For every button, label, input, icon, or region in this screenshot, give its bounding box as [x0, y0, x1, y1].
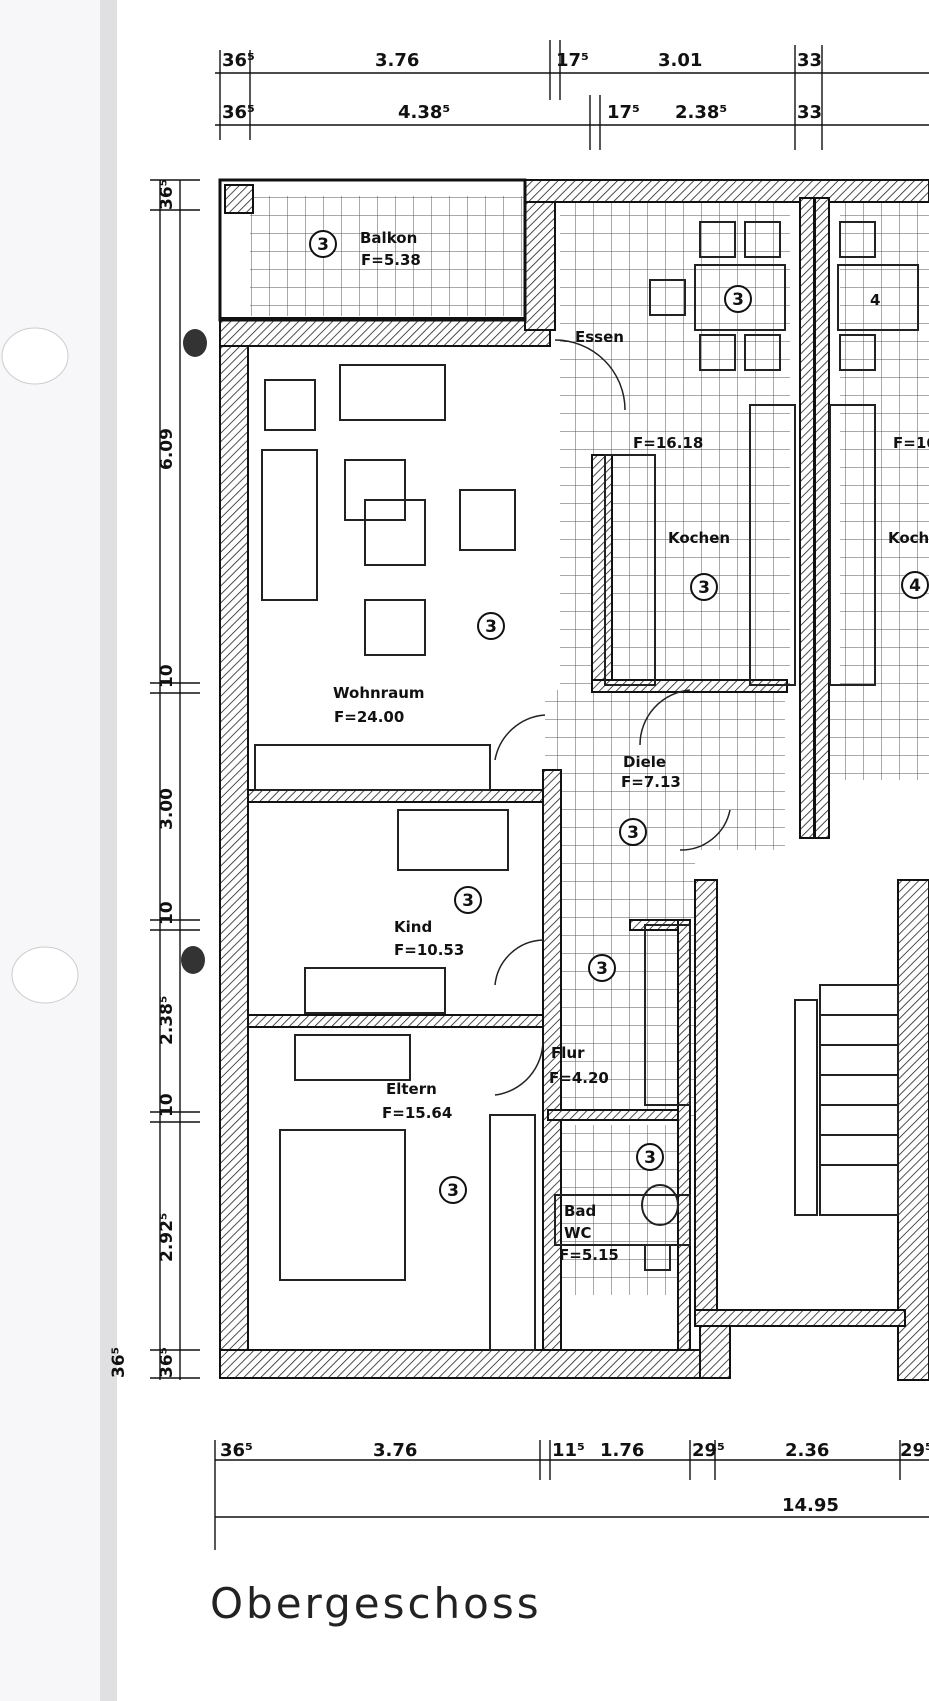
dim-text: 2.38⁵ [675, 102, 727, 123]
marker-essen: 3 [732, 290, 744, 310]
dim-text: 2.36 [785, 1440, 829, 1461]
room-area: F=15.64 [382, 1104, 452, 1122]
dimension-lines [150, 40, 929, 1550]
dim-text: 33 [797, 102, 822, 123]
neighbor-room: Koch [888, 529, 929, 547]
room-name: Kind [394, 918, 432, 936]
dim-text: 2.38⁵ [157, 996, 177, 1045]
room-name: Bad [564, 1202, 596, 1220]
marker-wohnraum: 3 [485, 617, 497, 637]
dim-text: 33 [797, 50, 822, 71]
dimensions-top: 36⁵ 3.76 17⁵ 3.01 33 36⁵ 4.38⁵ 17⁵ 2.38⁵… [222, 50, 822, 123]
marker-kochen: 3 [698, 578, 710, 598]
dim-text: 36⁵ [109, 1347, 129, 1378]
dim-total: 14.95 [782, 1495, 839, 1516]
room-name: Balkon [360, 229, 417, 247]
dim-text: 36⁵ [222, 50, 255, 71]
marker-bad: 3 [644, 1148, 656, 1168]
dim-text: 36⁵ [222, 102, 255, 123]
dim-text: 4.38⁵ [398, 102, 450, 123]
marker-eltern: 3 [447, 1181, 459, 1201]
room-area: F=7.13 [621, 773, 681, 791]
dim-text: 17⁵ [607, 102, 640, 123]
marker-diele: 3 [627, 823, 639, 843]
dim-text: 10 [157, 1093, 177, 1117]
hole-shadow [181, 946, 205, 974]
dim-text: 29⁵ [900, 1440, 929, 1461]
room-labels: Balkon F=5.38 Essen F=16.18 Kochen Wohnr… [333, 229, 929, 1264]
door-swings [494, 339, 731, 1096]
room-markers [309, 230, 929, 1204]
room-name: Flur [551, 1044, 585, 1062]
dim-text: 2.92⁵ [157, 1213, 177, 1262]
dim-text: 10 [157, 901, 177, 925]
dim-text: 29⁵ [692, 1440, 725, 1461]
plan-title: Obergeschoss [210, 1579, 542, 1628]
room-area: F=10.53 [394, 941, 464, 959]
room-area: F=4.20 [549, 1069, 609, 1087]
marker-labels: 3 3 3 3 3 3 3 3 3 4 [317, 235, 921, 1201]
paper-shadow [95, 0, 117, 1701]
dim-text: 36⁵ [220, 1440, 253, 1461]
marker-balkon: 3 [317, 235, 329, 255]
dim-text: 10 [157, 664, 177, 688]
dim-text: 3.01 [658, 50, 702, 71]
balcony-railing [218, 178, 527, 322]
room-name: Kochen [668, 529, 730, 547]
dim-text: 3.76 [373, 1440, 417, 1461]
dim-text: 6.09 [157, 428, 177, 470]
dim-text: 1.76 [600, 1440, 644, 1461]
marker-flur: 3 [596, 959, 608, 979]
marker-neighbor: 4 [909, 576, 921, 596]
dim-text: 36⁵ [157, 179, 177, 210]
dim-text: 17⁵ [556, 50, 589, 71]
room-area: F=5.15 [559, 1246, 619, 1264]
room-area: F=16.18 [633, 434, 703, 452]
walls [219, 179, 929, 1381]
binder-hole [11, 946, 79, 1004]
dim-text: 11⁵ [552, 1440, 585, 1461]
furniture [254, 221, 919, 1351]
room-name: Essen [575, 328, 624, 346]
neighbor-table-label: 4 [870, 291, 880, 309]
balcony-post [224, 184, 254, 214]
dim-text: 3.76 [375, 50, 419, 71]
neighbor-area: F=16 [893, 434, 929, 452]
marker-kind: 3 [462, 891, 474, 911]
dimensions-left: 36⁵ 6.09 10 3.00 10 2.38⁵ 10 2.92⁵ 36⁵ 3… [109, 179, 177, 1378]
room-area: F=24.00 [334, 708, 404, 726]
hole-shadow [183, 329, 207, 357]
binder-hole [1, 327, 69, 385]
room-area: F=5.38 [361, 251, 421, 269]
room-name: Diele [623, 753, 666, 771]
room-name: Wohnraum [333, 684, 425, 702]
room-area: WC [564, 1224, 592, 1242]
dimensions-bottom: 36⁵ 3.76 11⁵ 1.76 29⁵ 2.36 29⁵ 14.95 [220, 1440, 929, 1516]
paper-margin [0, 0, 100, 1701]
dim-text: 36⁵ [157, 1347, 177, 1378]
room-name: Eltern [386, 1080, 437, 1098]
dim-text: 3.00 [157, 788, 177, 830]
